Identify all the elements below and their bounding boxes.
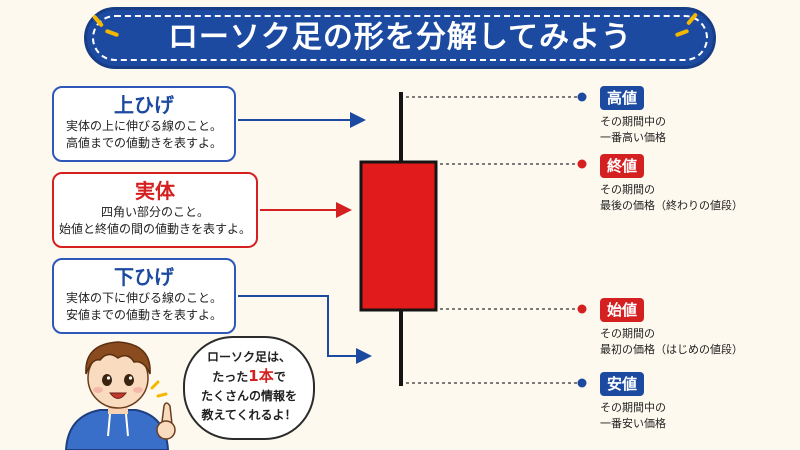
lower-shadow-box: 下ひげ 実体の下に伸びる線のこと。 安値までの値動きを表すよ。	[52, 258, 236, 334]
page-title: ローソク足の形を分解してみよう	[167, 20, 633, 55]
dot-marker-icon	[577, 304, 587, 314]
close-desc-1: その期間の	[600, 183, 655, 196]
badge-high: 高値	[600, 86, 645, 110]
lower-shadow-desc-1: 実体の下に伸びる線のこと。	[65, 291, 222, 305]
low-desc-1: その期間中の	[600, 401, 666, 414]
body-desc-2: 始値と終値の間の値動きを表すよ。	[58, 222, 251, 236]
badge-low: 安値	[600, 372, 645, 396]
speech-bubble: ローソク足は、 たった1本で たくさんの情報を 教えてくれるよ！	[183, 336, 315, 440]
lower-shadow-title: 下ひげ	[114, 265, 174, 289]
bubble-line-2: たった1本で	[185, 367, 313, 387]
open-desc-2: 最初の価格（はじめの値段）	[600, 343, 743, 356]
high-desc-1: その期間中の	[600, 115, 666, 128]
upper-shadow-title: 上ひげ	[114, 93, 174, 117]
close-desc-2: 最後の価格（終わりの値段）	[600, 199, 743, 212]
body-box: 実体 四角い部分のこと。 始値と終値の間の値動きを表すよ。	[52, 172, 258, 248]
label-high: 高値 その期間中の一番高い価格	[600, 86, 780, 146]
bubble-line-2-pre: たった	[212, 370, 249, 384]
label-close: 終値 その期間の最後の価格（終わりの値段）	[600, 154, 780, 214]
upper-shadow-desc-2: 高値までの値動きを表すよ。	[65, 136, 222, 150]
dot-marker-icon	[577, 378, 587, 388]
body-desc-1: 四角い部分のこと。	[100, 205, 209, 219]
dot-marker-icon	[577, 92, 587, 102]
label-low: 安値 その期間中の一番安い価格	[600, 372, 780, 432]
high-desc-2: 一番高い価格	[600, 131, 666, 144]
badge-close: 終値	[600, 154, 645, 178]
title-banner: ローソク足の形を分解してみよう	[84, 7, 716, 69]
bubble-line-3: たくさんの情報を	[200, 389, 297, 403]
open-desc-1: その期間の	[600, 327, 655, 340]
dot-marker-icon	[577, 159, 587, 169]
bubble-line-4: 教えてくれるよ！	[201, 408, 297, 422]
badge-open: 始値	[600, 298, 645, 322]
upper-shadow-box: 上ひげ 実体の上に伸びる線のこと。 高値までの値動きを表すよ。	[52, 86, 236, 162]
bubble-line-2-post: で	[273, 370, 286, 384]
low-desc-2: 一番安い価格	[600, 417, 666, 430]
lower-shadow-desc-2: 安値までの値動きを表すよ。	[65, 308, 222, 322]
body-title: 実体	[135, 179, 175, 203]
bubble-highlight: 1本	[248, 367, 274, 385]
label-open: 始値 その期間の最初の価格（はじめの値段）	[600, 298, 780, 358]
bubble-line-1: ローソク足は、	[206, 350, 291, 364]
candle-body	[359, 160, 438, 312]
boy-character-icon	[64, 341, 176, 450]
upper-shadow-desc-1: 実体の上に伸びる線のこと。	[65, 119, 222, 133]
